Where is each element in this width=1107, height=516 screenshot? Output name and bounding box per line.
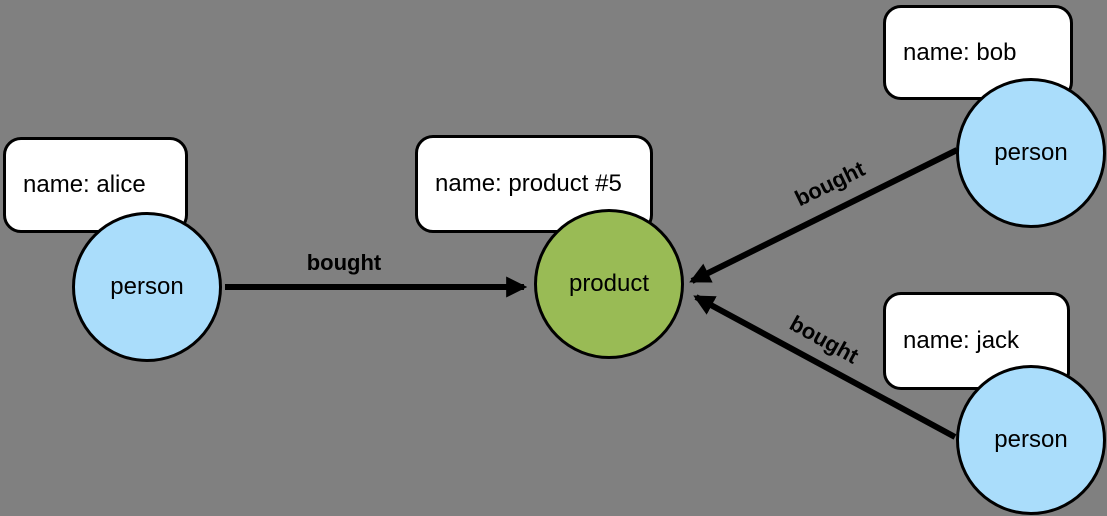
node-person-bob: person [956,78,1106,228]
node-label-product: product [568,270,650,297]
node-product: product [534,209,684,359]
edge-bought-bob-to-product [689,147,959,284]
node-person-jack: person [956,365,1106,515]
property-text-alice: name: alice [23,171,146,198]
property-text-bob: name: bob [903,38,1017,66]
node-person-alice: person [72,212,222,362]
node-label-jack: person [994,426,1068,453]
property-text-jack: name: jack [903,327,1020,354]
node-label-bob: person [994,139,1068,166]
node-label-alice: person [110,273,184,300]
property-text-product: name: product #5 [435,170,622,197]
property-box-alice: name: alice [3,137,188,233]
edge-bought-jack-to-product [693,294,957,440]
edge-label-bought-alice: bought [306,250,382,275]
